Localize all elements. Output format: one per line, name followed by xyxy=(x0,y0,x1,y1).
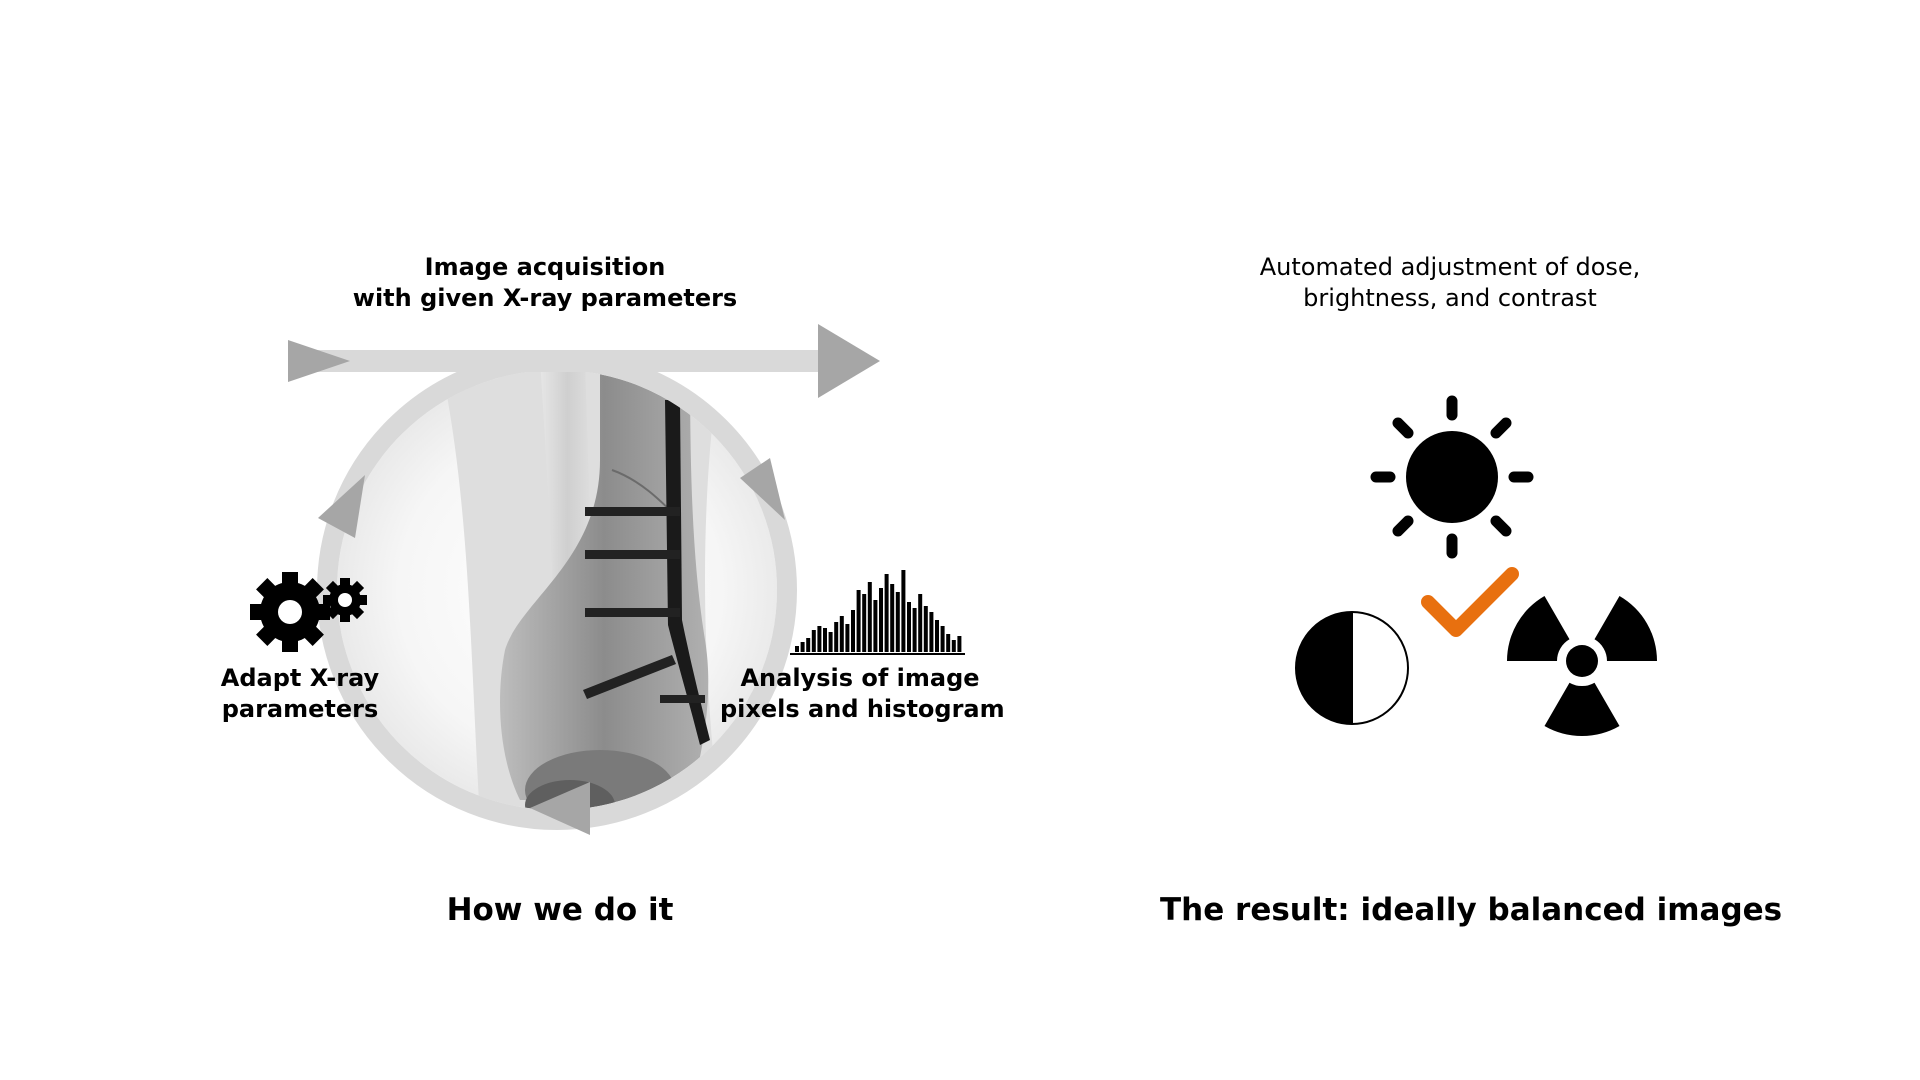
acquisition-arrow-shaft xyxy=(288,350,828,372)
histogram-bar xyxy=(862,594,867,652)
histogram-bar xyxy=(856,590,861,652)
histogram-bar xyxy=(806,638,811,652)
histogram-bar xyxy=(901,570,906,652)
acquisition-arrow-head xyxy=(818,324,880,398)
histogram-bar xyxy=(839,616,844,652)
histogram-bar xyxy=(795,646,799,652)
left-caption: How we do it xyxy=(446,892,674,928)
cycle-arrowhead-right xyxy=(740,458,785,520)
histogram-bar xyxy=(823,628,827,652)
histogram-bar xyxy=(912,608,917,652)
histogram-bar xyxy=(957,636,962,652)
contrast-icon xyxy=(1295,611,1409,725)
gears-icon xyxy=(250,572,367,652)
histogram-bar xyxy=(923,606,928,652)
acquisition-label-line1: Image acquisition xyxy=(424,253,666,281)
histogram-bar xyxy=(879,588,883,652)
histogram-bar xyxy=(811,630,816,652)
histogram-bar xyxy=(873,600,878,652)
histogram-bar xyxy=(834,622,839,652)
analysis-label-line2: pixels and histogram xyxy=(720,695,1005,724)
xray-image xyxy=(337,370,777,810)
right-caption: The result: ideally balanced images xyxy=(1160,892,1783,928)
description-label-line1: Automated adjustment of dose, xyxy=(1259,253,1641,281)
histogram-bar xyxy=(918,594,923,652)
histogram-bar xyxy=(817,626,822,652)
description-label: Automated adjustment of dose, brightness… xyxy=(1240,252,1660,314)
histogram-bar xyxy=(800,642,805,652)
cycle-arrowhead-bottom xyxy=(530,782,590,835)
sun-icon xyxy=(1370,395,1534,559)
histogram-bar xyxy=(890,584,895,652)
analysis-label-line1: Analysis of image xyxy=(740,664,980,692)
histogram-bar xyxy=(935,620,939,652)
cycle-arrowhead-left xyxy=(318,475,365,538)
radiation-icon xyxy=(1507,596,1657,737)
histogram-bar xyxy=(940,626,945,652)
description-label-line2: brightness, and contrast xyxy=(1303,284,1597,313)
histogram-bar xyxy=(845,624,850,652)
adapt-label: Adapt X-ray parameters xyxy=(200,663,400,725)
histogram-bar xyxy=(946,634,951,652)
acquisition-arrow-tail xyxy=(288,340,350,382)
histogram-bar xyxy=(884,574,889,652)
acquisition-label: Image acquisition with given X-ray param… xyxy=(345,252,745,314)
histogram-bar xyxy=(828,632,833,652)
histogram-bar xyxy=(851,610,855,652)
adapt-label-line1: Adapt X-ray xyxy=(220,664,380,692)
adapt-label-line2: parameters xyxy=(221,695,379,724)
histogram-bar xyxy=(907,602,911,652)
histogram-icon xyxy=(795,570,962,652)
histogram-bar xyxy=(895,592,900,652)
analysis-label: Analysis of image pixels and histogram xyxy=(720,663,1005,725)
acquisition-label-line2: with given X-ray parameters xyxy=(352,284,738,313)
histogram-bar xyxy=(929,612,934,652)
histogram-bar xyxy=(867,582,872,652)
histogram-bar xyxy=(951,640,956,652)
checkmark-icon xyxy=(1421,567,1519,637)
